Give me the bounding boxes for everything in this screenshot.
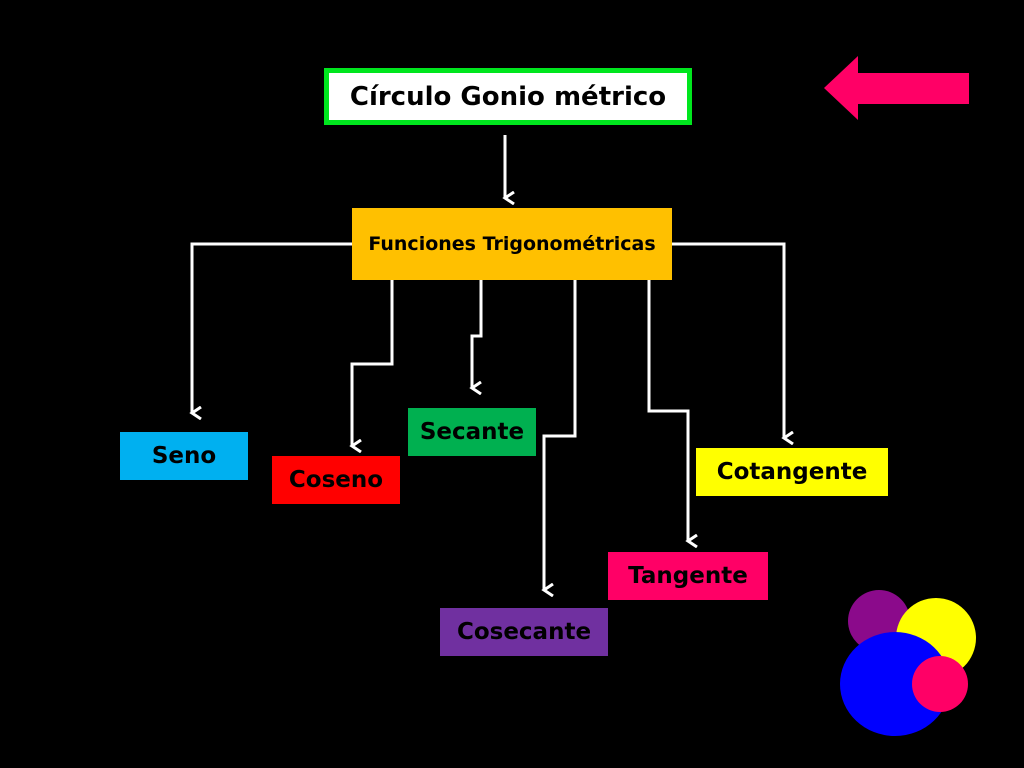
connector-to-secante: [472, 280, 483, 388]
connector-to-coseno: [352, 280, 394, 446]
pink-circle: [912, 656, 968, 712]
left-arrow-icon[interactable]: [822, 56, 972, 122]
connector-to-cotangente: [672, 242, 784, 438]
diagram-title: Círculo Gonio métrico: [324, 68, 692, 125]
node-tangente: Tangente: [608, 552, 768, 600]
connector-to-seno: [192, 242, 352, 413]
connector-to-tangente: [647, 280, 688, 541]
center-node: Funciones Trigonométricas: [352, 208, 672, 280]
node-coseno: Coseno: [272, 456, 400, 504]
node-cotangente: Cotangente: [696, 448, 888, 496]
node-seno: Seno: [120, 432, 248, 480]
connector-to-cosecante: [544, 280, 577, 590]
blue-circle: [840, 632, 950, 736]
decorative-circles: [840, 590, 976, 736]
node-cosecante: Cosecante: [440, 608, 608, 656]
node-secante: Secante: [408, 408, 536, 456]
